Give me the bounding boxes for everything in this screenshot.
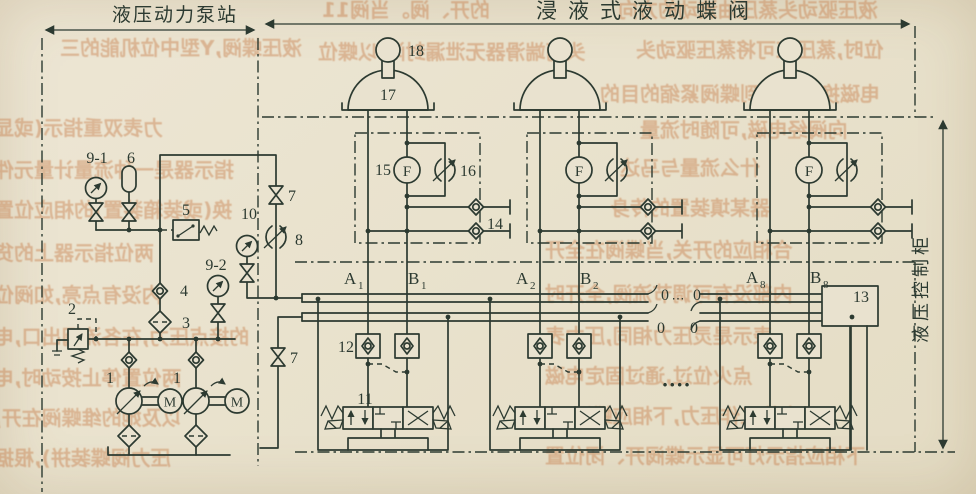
svg-text:11: 11	[357, 391, 372, 408]
svg-text:12: 12	[338, 339, 354, 356]
pump-motor-unit-1: M	[116, 338, 183, 456]
svg-text:16: 16	[460, 163, 476, 180]
gauge-10	[237, 236, 258, 257]
rail-end-block	[821, 285, 879, 451]
svg-text:4: 4	[180, 283, 188, 300]
svg-text:1: 1	[106, 370, 114, 387]
svg-text:1: 1	[173, 370, 181, 387]
svg-text:3: 3	[182, 315, 190, 332]
control-cabinet-outline	[295, 261, 955, 453]
motor-letter: M	[164, 396, 177, 411]
svg-text:B: B	[580, 269, 591, 288]
svg-text:⋯: ⋯	[672, 291, 685, 306]
pump-station-title: 液压动力泵站	[112, 4, 238, 26]
svg-text:1: 1	[358, 280, 364, 292]
relief-valve-icon	[52, 318, 97, 364]
svg-text:7: 7	[290, 350, 298, 367]
svg-text:0: 0	[657, 320, 665, 337]
gauge-9-1	[86, 178, 107, 199]
svg-text:B: B	[408, 269, 419, 288]
svg-text:B: B	[810, 268, 821, 287]
svg-text:8: 8	[295, 232, 303, 249]
return-line	[259, 316, 303, 449]
motor-letter: M	[231, 396, 244, 411]
svg-text:10: 10	[241, 206, 257, 223]
svg-text:A: A	[344, 269, 357, 288]
accumulator-icon	[121, 165, 137, 193]
butterfly-valve-assembly-2	[488, 38, 682, 450]
svg-text:2: 2	[530, 280, 536, 292]
butterfly-valve-assembly-8	[718, 38, 912, 450]
svg-text:18: 18	[408, 43, 424, 60]
svg-text:····: ····	[661, 372, 690, 397]
butterfly-valve-assembly-1	[316, 38, 510, 450]
svg-text:8: 8	[760, 279, 766, 291]
svg-text:14: 14	[487, 216, 503, 233]
svg-text:13: 13	[853, 289, 869, 306]
component-labels: 9-1 6 5 10 9-2 4 3 2 1 1 7 7 8 17 18 15 …	[68, 43, 869, 408]
svg-text:0: 0	[661, 287, 669, 304]
svg-text:9-2: 9-2	[205, 257, 226, 274]
svg-text:9-1: 9-1	[86, 150, 107, 167]
svg-text:2: 2	[593, 280, 599, 292]
butterfly-section-title: 浸液式液动蝶阀	[536, 0, 760, 23]
pump-motor-unit-2: M	[183, 338, 250, 456]
svg-text:1: 1	[421, 280, 427, 292]
svg-text:0: 0	[693, 287, 701, 304]
pump-station-section: M M	[52, 154, 303, 456]
svg-text:8: 8	[823, 279, 829, 291]
svg-text:2: 2	[68, 301, 76, 318]
pressure-switch-icon	[172, 219, 218, 241]
svg-text:5: 5	[182, 202, 190, 219]
gauge-9-2	[208, 276, 229, 297]
svg-text:0: 0	[690, 320, 698, 337]
rail-break-marks: 0 0 0 0 ⋯ ····	[657, 287, 701, 397]
svg-text:7: 7	[288, 188, 296, 205]
svg-text:A: A	[516, 269, 529, 288]
svg-text:15: 15	[375, 162, 391, 179]
control-cabinet-title: 液压控制柜	[911, 233, 932, 343]
pressure-rails	[301, 284, 823, 331]
svg-text:A: A	[746, 268, 759, 287]
svg-text:6: 6	[127, 150, 135, 167]
tank-line	[107, 446, 231, 456]
svg-text:17: 17	[380, 87, 396, 104]
port-labels: A 1 B 1 A 2 B 2 A 8 B 8	[344, 268, 829, 292]
